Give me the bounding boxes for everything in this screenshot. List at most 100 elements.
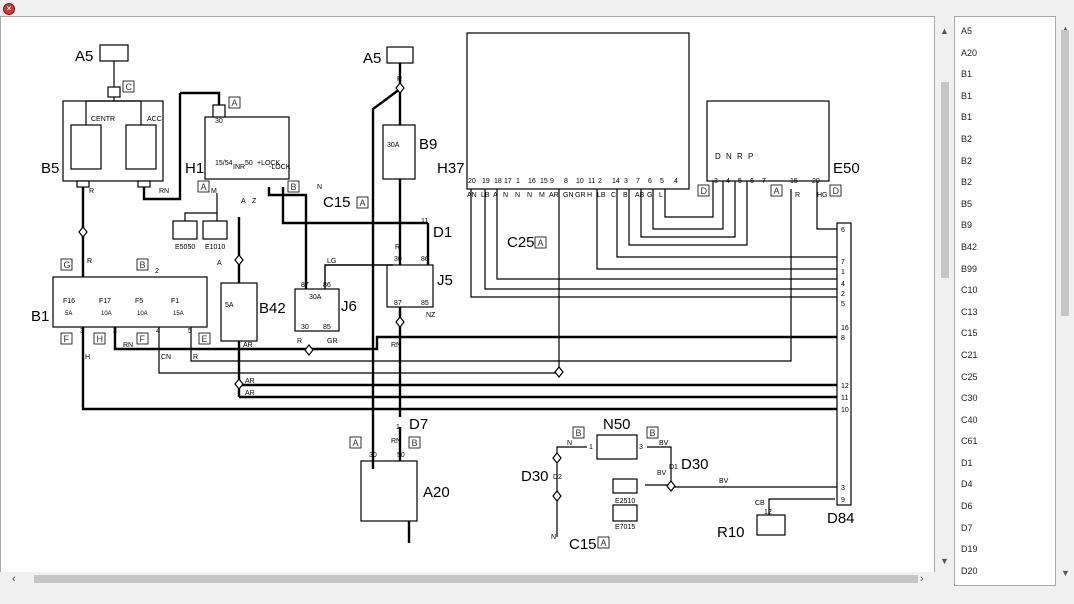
component-list-item[interactable]: B1	[961, 69, 973, 80]
h37-wire-label: M	[539, 192, 545, 199]
label-a5-right: A5	[363, 50, 381, 67]
component-list-item[interactable]: C30	[961, 393, 978, 404]
component-list-item[interactable]: C61	[961, 436, 978, 447]
pin-number-n50-1: 1	[589, 444, 593, 451]
connector-tag-a-e50-box	[770, 184, 783, 197]
component-list-item[interactable]: B1	[961, 112, 973, 123]
component-list-item[interactable]: B2	[961, 177, 973, 188]
label-d30-right: D30	[681, 456, 709, 473]
diagram-horizontal-scroll-thumb[interactable]	[34, 575, 918, 583]
diagram-vertical-scroll-thumb[interactable]	[941, 82, 949, 278]
component-list-item[interactable]: C13	[961, 306, 978, 317]
wire-label-rn4: RN	[391, 438, 401, 445]
label-b9: B9	[419, 136, 437, 153]
h1-switch-module	[204, 116, 290, 180]
wire-label-bv2: BV	[657, 470, 667, 477]
wire-label-ar2: AR	[245, 378, 255, 385]
scroll-left-icon[interactable]: ‹	[12, 573, 16, 585]
component-list-item[interactable]: C10	[961, 285, 978, 296]
label-j6: J6	[341, 298, 357, 315]
component-list-item[interactable]: B2	[961, 155, 973, 166]
b1-fuse-id: F1	[171, 298, 179, 305]
e2510-lamp	[612, 478, 638, 494]
wire-label-h1w: H	[85, 354, 90, 361]
list-scroll-down-icon[interactable]: ▼	[1061, 568, 1070, 578]
pin-number-j5-30: 30	[394, 256, 402, 263]
component-list-item[interactable]: D6	[961, 501, 973, 512]
label-b1: B1	[31, 308, 49, 325]
component-list-item[interactable]: D7	[961, 522, 973, 533]
connector-tag-a-c15: A	[360, 198, 366, 208]
component-list-item[interactable]: D1	[961, 457, 973, 468]
b1-fuse-id: F5	[135, 298, 143, 305]
h37-wire-label: A	[493, 192, 498, 199]
component-list-item[interactable]: C15	[961, 328, 978, 339]
h37-pin-number: 9	[550, 178, 554, 185]
b1-fuse-amp: 15A	[173, 311, 184, 317]
wire-label-r3: R	[297, 338, 302, 345]
component-list-item[interactable]: C21	[961, 349, 978, 360]
d84-pin-number: 2	[841, 291, 845, 298]
h37-pin-number: 8	[564, 178, 568, 185]
diagram-canvas[interactable]: A5 B5 H1 A5 B9 H37 E50 C15 D1 C25 J5 B1 …	[0, 16, 935, 586]
component-list-item[interactable]: B2	[961, 133, 973, 144]
scroll-up-icon[interactable]: ▲	[940, 26, 949, 36]
connector-tag-a-h1: A	[232, 98, 238, 108]
wire-label-r7: R	[87, 258, 92, 265]
component-list-item[interactable]: A5	[961, 26, 973, 36]
component-list-item[interactable]: D20	[961, 565, 978, 576]
component-list-item[interactable]: C40	[961, 414, 978, 425]
component-list-item[interactable]: A20	[961, 47, 978, 58]
window-titlebar: ×	[0, 0, 1074, 16]
component-list-item[interactable]: D4	[961, 479, 973, 490]
wire-label-ar3: AR	[245, 390, 255, 397]
h37-wire-label: L	[659, 192, 663, 199]
component-list-item[interactable]: B5	[961, 198, 973, 209]
label-centr: CENTR	[91, 116, 115, 123]
wire-label-rn2: RN	[391, 342, 401, 349]
h37-pin-number: 15	[540, 178, 548, 185]
scroll-down-icon[interactable]: ▼	[940, 556, 949, 566]
h37-pin-number: 20	[468, 178, 476, 185]
a20-starter-motor	[360, 460, 418, 522]
list-scroll-up-icon[interactable]: ▲	[1061, 24, 1070, 34]
scroll-right-icon[interactable]: ›	[920, 573, 924, 585]
wire-label-r5: R	[397, 76, 402, 83]
connector-tag-b-n50r: B	[650, 428, 656, 438]
component-list-item[interactable]: D19	[961, 544, 978, 555]
close-icon[interactable]: ×	[3, 3, 15, 15]
connector-tag-a-h1b: A	[201, 182, 207, 192]
d84-connector	[836, 222, 852, 506]
diagram-horizontal-scrollbar[interactable]: ‹ ›	[0, 572, 935, 586]
wire-label-n3: N	[551, 534, 556, 541]
connector-tag-c-b5-box	[122, 80, 135, 93]
h37-wire-label: GR	[575, 192, 586, 199]
component-list-item[interactable]: B1	[961, 90, 973, 101]
h37-pin-number: 2	[598, 178, 602, 185]
diagram-vertical-scrollbar[interactable]: ▲ ▼	[938, 16, 952, 586]
connector-tag-a-c15b-box	[597, 536, 610, 549]
label-acc: ACC	[147, 116, 162, 123]
component-list-item[interactable]: B9	[961, 220, 973, 231]
component-list-item[interactable]: C25	[961, 371, 978, 382]
h37-wire-label: AB	[635, 192, 645, 199]
e50-pin-number: 4	[726, 178, 730, 185]
h37-pin-number: 7	[636, 178, 640, 185]
d84-pin-number: 7	[841, 259, 845, 266]
wiring-diagram: A5 B5 H1 A5 B9 H37 E50 C15 D1 C25 J5 B1 …	[31, 32, 860, 553]
wire-label-a1: A	[241, 198, 246, 205]
label-c15-top: C15	[323, 194, 351, 211]
component-list-scrollbar[interactable]: ▲ ▼	[1058, 16, 1072, 586]
component-list-item[interactable]: B99	[961, 263, 978, 274]
connector-tag-a-a20: A	[353, 438, 359, 448]
pin-number-b1-5: 5	[188, 328, 192, 335]
h37-pin-number: 16	[528, 178, 536, 185]
pin-number-d1-11: 11	[421, 218, 428, 225]
wire-label-nz: NZ	[426, 312, 436, 319]
h37-pin-number: 11	[588, 178, 595, 185]
h37-instrument-cluster	[466, 32, 690, 190]
connector-tag-b-h1-box	[287, 180, 300, 193]
component-list-scroll-thumb[interactable]	[1061, 30, 1069, 316]
component-list-item[interactable]: B42	[961, 241, 978, 252]
